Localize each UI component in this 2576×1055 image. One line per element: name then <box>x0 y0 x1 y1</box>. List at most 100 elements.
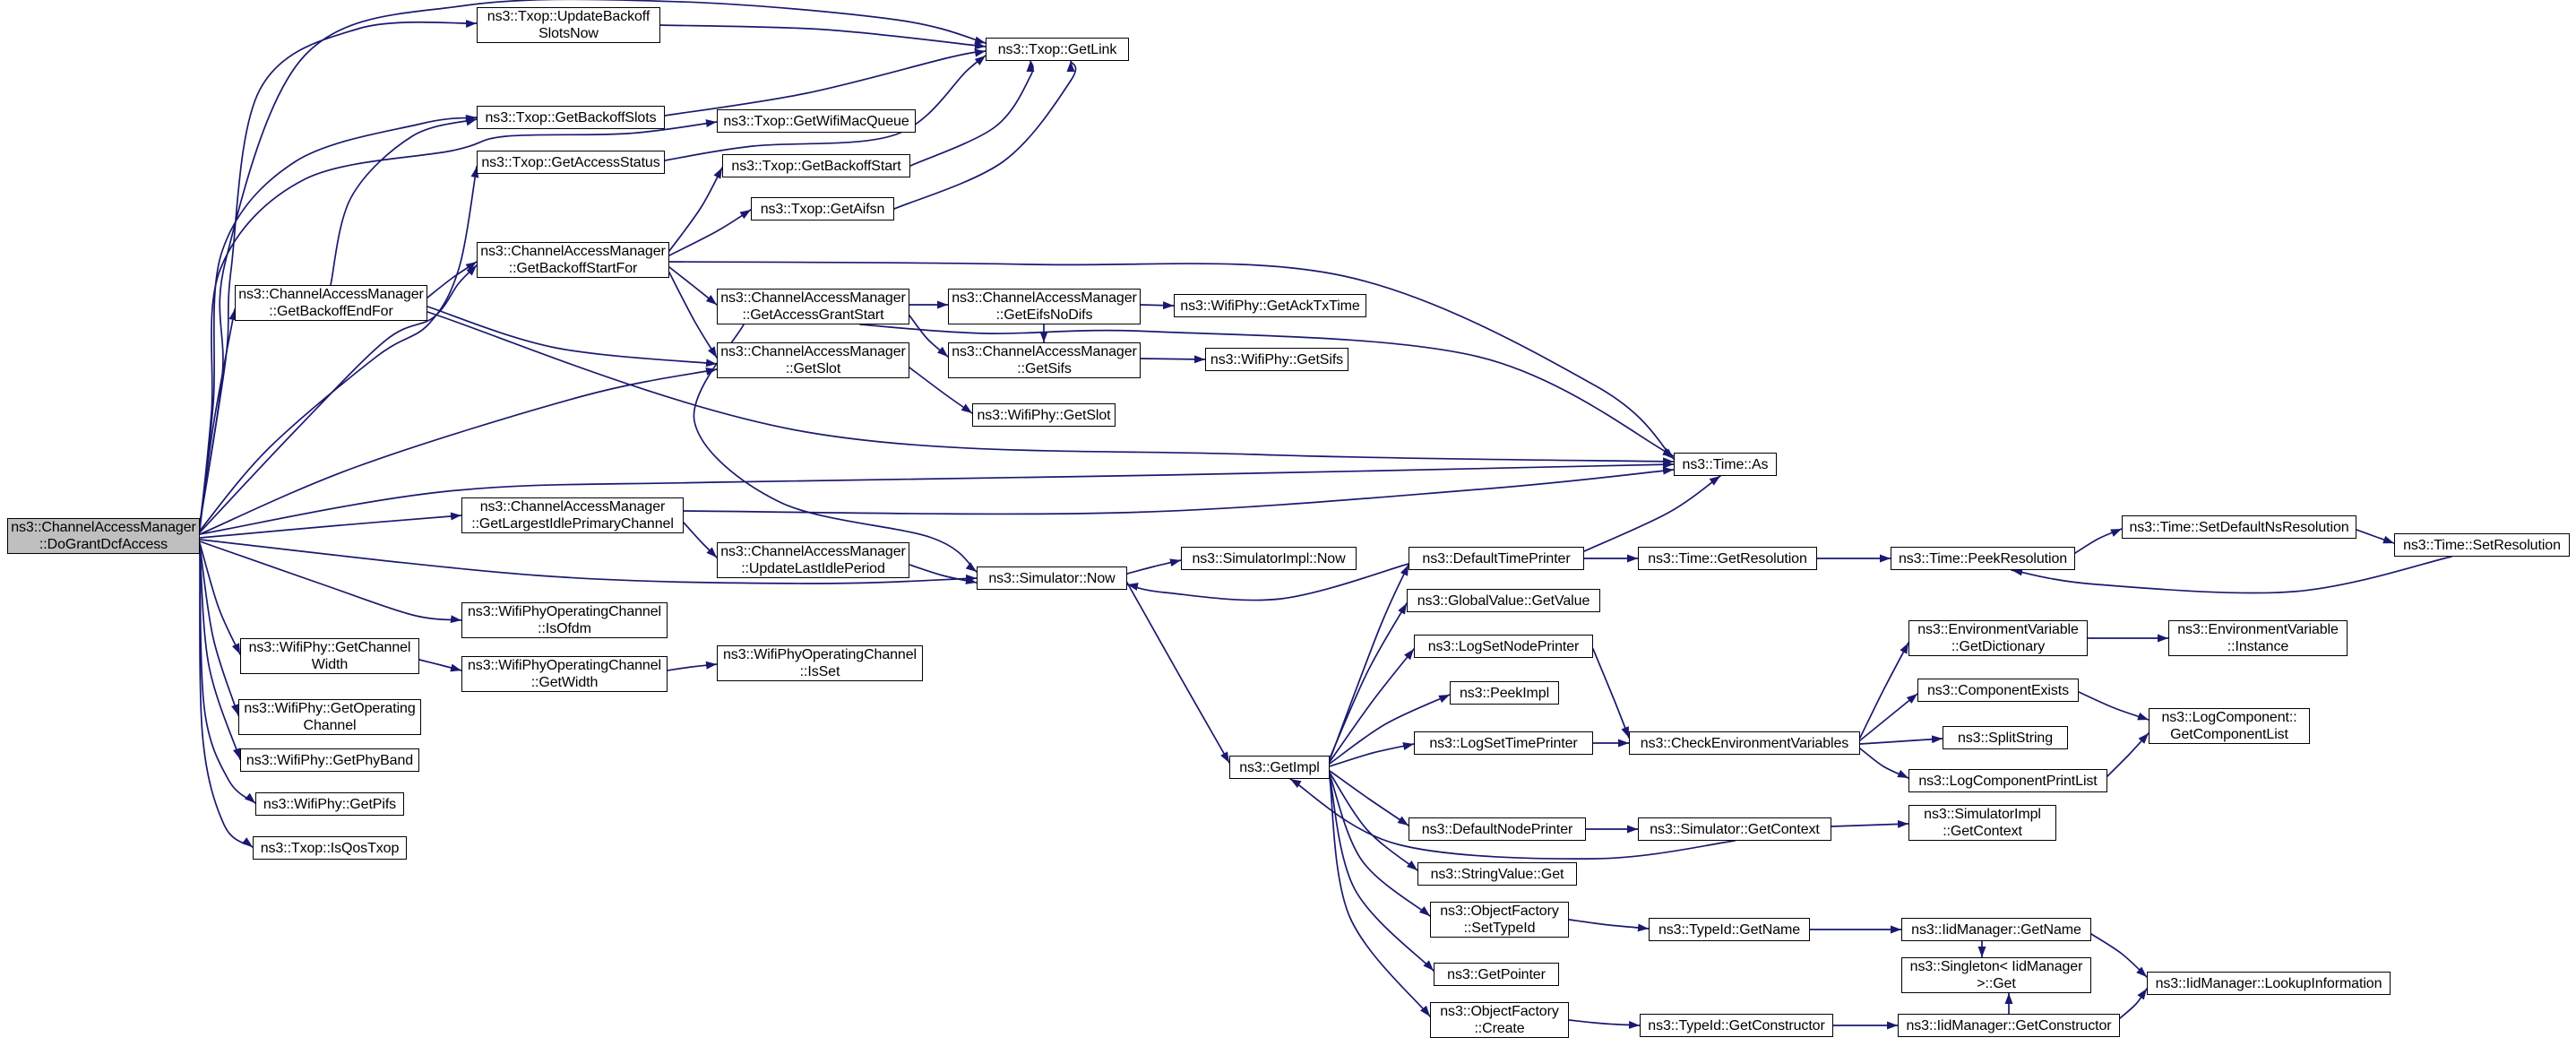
node-iidGetConstructor[interactable]: ns3::IidManager::GetConstructor <box>1898 1014 2120 1037</box>
node-logComponentPrintList[interactable]: ns3::LogComponentPrintList <box>1908 769 2107 792</box>
node-label: ::GetAccessGrantStart <box>742 307 884 323</box>
edge-getAccessGrantStart-getSifsCam <box>909 315 949 358</box>
node-componentExists[interactable]: ns3::ComponentExists <box>1917 679 2079 702</box>
node-envInstance[interactable]: ns3::EnvironmentVariable::Instance <box>2168 620 2348 656</box>
node-getPhyBand[interactable]: ns3::WifiPhy::GetPhyBand <box>240 748 419 772</box>
node-getWidth[interactable]: ns3::WifiPhyOperatingChannel::GetWidth <box>461 656 668 692</box>
node-isSet[interactable]: ns3::WifiPhyOperatingChannel::IsSet <box>717 645 923 681</box>
node-getDictionary[interactable]: ns3::EnvironmentVariable::GetDictionary <box>1908 620 2088 656</box>
node-label: ::UpdateLastIdlePeriod <box>741 561 885 576</box>
node-getAifsn[interactable]: ns3::Txop::GetAifsn <box>751 197 894 221</box>
node-setTypeId[interactable]: ns3::ObjectFactory::SetTypeId <box>1430 902 1569 938</box>
node-isQosTxop[interactable]: ns3::Txop::IsQosTxop <box>253 836 407 860</box>
node-label: ::Instance <box>2227 639 2289 654</box>
edge-main-getWifiMacQueue <box>199 119 718 530</box>
edge-getLargestIdle-timeAs <box>683 466 1675 515</box>
node-label: Width <box>311 657 349 672</box>
edge-updateLastIdlePeriod-simNow <box>909 564 978 584</box>
node-label: ns3::TypeId::GetConstructor <box>1648 1017 1825 1033</box>
node-timeAs[interactable]: ns3::Time::As <box>1674 453 1777 476</box>
node-label: ns3::Txop::GetAccessStatus <box>481 154 660 170</box>
node-updateLastIdlePeriod[interactable]: ns3::ChannelAccessManager::UpdateLastIdl… <box>717 542 909 578</box>
node-getSlotCam[interactable]: ns3::ChannelAccessManager::GetSlot <box>717 342 909 378</box>
node-label: ::IsSet <box>799 664 840 679</box>
node-label: ns3::LogComponentPrintList <box>1918 773 2098 789</box>
node-iidGetName[interactable]: ns3::IidManager::GetName <box>1901 918 2091 941</box>
node-label: ns3::IidManager::LookupInformation <box>2155 975 2382 991</box>
node-label: Channel <box>303 718 357 733</box>
node-label: ns3::Txop::GetLink <box>997 41 1117 57</box>
node-simGetContext[interactable]: ns3::Simulator::GetContext <box>1638 817 1831 841</box>
node-typeIdGetName[interactable]: ns3::TypeId::GetName <box>1649 918 1810 941</box>
node-checkEnv[interactable]: ns3::CheckEnvironmentVariables <box>1629 731 1860 755</box>
node-getAccessGrantStart[interactable]: ns3::ChannelAccessManager::GetAccessGran… <box>717 289 909 324</box>
edge-getImpl-setTypeId <box>1329 774 1431 917</box>
node-label: ns3::Singleton< IidManager <box>1909 959 2083 974</box>
node-lookupInformation[interactable]: ns3::IidManager::LookupInformation <box>2147 972 2391 995</box>
node-logSetNodePrinter[interactable]: ns3::LogSetNodePrinter <box>1414 635 1593 658</box>
node-label: ns3::Txop::GetAifsn <box>760 201 885 217</box>
node-getAckTxTime[interactable]: ns3::WifiPhy::GetAckTxTime <box>1174 294 1366 317</box>
edge-simGetContext-getImpl <box>1289 778 1736 860</box>
node-label: ::GetSlot <box>785 361 841 376</box>
node-getSlotPhy[interactable]: ns3::WifiPhy::GetSlot <box>972 403 1116 427</box>
node-peekResolution[interactable]: ns3::Time::PeekResolution <box>1891 547 2075 570</box>
node-label: ns3::ComponentExists <box>1926 682 2070 698</box>
edge-main-updateBackoffSlotsNow <box>199 20 478 523</box>
node-simNow[interactable]: ns3::Simulator::Now <box>977 566 1127 590</box>
node-getLink[interactable]: ns3::Txop::GetLink <box>986 38 1129 61</box>
edge-main-isQosTxop <box>199 549 254 848</box>
node-defaultNodePrinter[interactable]: ns3::DefaultNodePrinter <box>1409 817 1586 841</box>
node-label: ::GetContext <box>1943 824 2022 839</box>
node-getBackoffEndFor[interactable]: ns3::ChannelAccessManager::GetBackoffEnd… <box>235 285 427 321</box>
node-peekImpl[interactable]: ns3::PeekImpl <box>1450 681 1559 705</box>
node-label: ns3::LogComponent:: <box>2161 710 2297 725</box>
edge-main-isOfdm <box>199 540 462 624</box>
node-objectFactoryCreate[interactable]: ns3::ObjectFactory::Create <box>1430 1002 1569 1038</box>
node-getResolution[interactable]: ns3::Time::GetResolution <box>1638 547 1817 570</box>
node-label: ::SetTypeId <box>1463 921 1536 936</box>
edge-simNow-getImpl <box>1126 582 1230 764</box>
node-getAccessStatus[interactable]: ns3::Txop::GetAccessStatus <box>477 151 665 174</box>
edge-iidGetName-lookupInformation <box>2090 933 2148 978</box>
node-getImpl[interactable]: ns3::GetImpl <box>1229 756 1330 779</box>
node-label: ns3::PeekImpl <box>1459 685 1550 701</box>
node-simImplNow[interactable]: ns3::SimulatorImpl::Now <box>1181 547 1357 570</box>
node-label: ns3::CheckEnvironmentVariables <box>1640 735 1849 751</box>
node-getEifsNoDifs[interactable]: ns3::ChannelAccessManager::GetEifsNoDifs <box>948 289 1141 324</box>
node-isOfdm[interactable]: ns3::WifiPhyOperatingChannel::IsOfdm <box>461 602 668 638</box>
node-stringValueGet[interactable]: ns3::StringValue::Get <box>1417 862 1577 886</box>
node-label: ns3::Time::SetDefaultNsResolution <box>2129 519 2349 535</box>
edge-getImpl-logSetTimePrinter <box>1329 742 1415 767</box>
node-getBackoffSlots[interactable]: ns3::Txop::GetBackoffSlots <box>477 106 665 129</box>
node-label: ns3::ChannelAccessManager <box>720 544 906 559</box>
node-getSifsPhy[interactable]: ns3::WifiPhy::GetSifs <box>1205 348 1348 371</box>
node-getComponentList[interactable]: ns3::LogComponent::GetComponentList <box>2149 708 2310 744</box>
node-getPifs[interactable]: ns3::WifiPhy::GetPifs <box>255 792 404 816</box>
edge-getBackoffStartFor-getAccessGrantStart <box>668 266 718 306</box>
node-getSifsCam[interactable]: ns3::ChannelAccessManager::GetSifs <box>948 342 1141 378</box>
node-getLargestIdle[interactable]: ns3::ChannelAccessManager::GetLargestIdl… <box>461 497 684 533</box>
node-singletonGet[interactable]: ns3::Singleton< IidManager>::Get <box>1901 957 2091 993</box>
node-setResolution[interactable]: ns3::Time::SetResolution <box>2394 533 2570 557</box>
node-label: ns3::ObjectFactory <box>1440 1004 1559 1019</box>
edge-getBackoffStartFor-getAifsn <box>668 209 752 256</box>
node-logSetTimePrinter[interactable]: ns3::LogSetTimePrinter <box>1414 731 1593 755</box>
node-typeIdGetConstructor[interactable]: ns3::TypeId::GetConstructor <box>1640 1014 1833 1037</box>
node-globalGetValue[interactable]: ns3::GlobalValue::GetValue <box>1407 589 1600 612</box>
node-defaultTimePrinter[interactable]: ns3::DefaultTimePrinter <box>1409 547 1584 570</box>
node-label: ns3::Txop::GetBackoffStart <box>731 158 901 174</box>
node-splitString[interactable]: ns3::SplitString <box>1943 726 2068 749</box>
node-getBackoffStart[interactable]: ns3::Txop::GetBackoffStart <box>722 154 910 177</box>
node-setDefaultNsResolution[interactable]: ns3::Time::SetDefaultNsResolution <box>2122 515 2356 539</box>
node-getBackoffStartFor[interactable]: ns3::ChannelAccessManager::GetBackoffSta… <box>477 242 669 278</box>
node-label: ns3::ChannelAccessManager <box>952 290 1137 306</box>
node-label: ns3::IidManager::GetConstructor <box>1906 1017 2112 1033</box>
node-getPointer[interactable]: ns3::GetPointer <box>1434 963 1559 986</box>
node-getWifiMacQueue[interactable]: ns3::Txop::GetWifiMacQueue <box>717 109 916 133</box>
node-simImplGetContext[interactable]: ns3::SimulatorImpl::GetContext <box>1908 805 2056 841</box>
